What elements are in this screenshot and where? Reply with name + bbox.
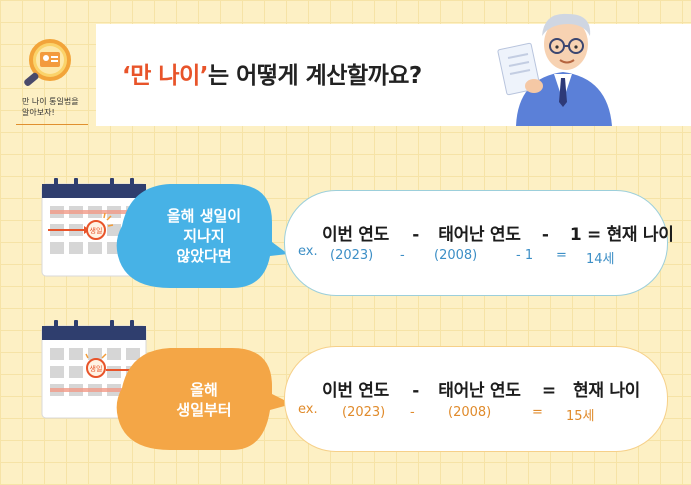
formula-operator: = <box>587 225 601 245</box>
bubble-label-case1: 올해 생일이 지나지 않았다면 <box>134 206 274 266</box>
example-operator: - 1 <box>516 248 534 263</box>
speech-bubble-blue <box>116 184 289 288</box>
example-value: (2008) <box>434 248 478 263</box>
badge-caption: 만 나이 통일법을 알아보자! <box>22 96 92 118</box>
bubble-line: 않았다면 <box>176 247 232 265</box>
badge-divider <box>16 124 88 125</box>
teacher-illustration <box>497 13 612 126</box>
formula-operator: - <box>541 225 549 245</box>
formula-case1: 이번 연도 - 태어난 연도 - 1 = 현재 나이 <box>322 220 674 245</box>
bubble-line: 지나지 <box>183 227 225 245</box>
title-rest: 는 어떻게 계산할까요? <box>207 63 422 89</box>
formula-term: 태어난 연도 <box>438 381 521 401</box>
example-value: (2008) <box>448 405 492 420</box>
example-case1: ex. <box>298 244 318 259</box>
formula-term: 이번 연도 <box>322 225 389 245</box>
example-label: ex. <box>298 244 318 259</box>
formula-case2: 이번 연도 - 태어난 연도 = 현재 나이 <box>322 376 640 401</box>
bubble-line: 생일부터 <box>176 401 232 419</box>
example-operator: - <box>400 248 405 263</box>
title-highlight: ‘만 나이’ <box>122 63 208 89</box>
example-operator: - <box>410 405 415 420</box>
example-result: 14세 <box>586 252 615 267</box>
badge-caption-line2: 알아보자! <box>22 108 55 117</box>
bubble-line: 올해 <box>190 381 218 399</box>
formula-term: 이번 연도 <box>322 381 389 401</box>
formula-term: 태어난 연도 <box>438 225 521 245</box>
badge-caption-line1: 만 나이 통일법을 <box>22 97 79 106</box>
speech-bubble-orange <box>116 348 293 450</box>
formula-operator: = <box>541 381 556 401</box>
example-operator: = <box>532 405 543 420</box>
bubble-label-case2: 올해 생일부터 <box>134 380 274 420</box>
example-operator: = <box>556 248 567 263</box>
formula-operator: - <box>412 381 419 401</box>
example-value: (2023) <box>342 405 386 420</box>
example-value: (2023) <box>330 248 374 263</box>
calendar-stamp-case2: 생일 <box>90 364 103 373</box>
formula-operator: - <box>412 225 419 245</box>
bubble-line: 올해 생일이 <box>166 207 242 225</box>
formula-result: 현재 나이 <box>573 381 641 401</box>
formula-term: 1 <box>569 225 582 245</box>
formula-result: 현재 나이 <box>606 225 674 245</box>
example-result: 15세 <box>566 409 595 424</box>
page-title: ‘만 나이’는 어떻게 계산할까요? <box>122 56 422 90</box>
calendar-stamp-case1: 생일 <box>90 226 103 235</box>
formula-box-case2 <box>284 346 668 452</box>
magnifier-icon <box>24 39 71 86</box>
example-case2: ex. <box>298 402 318 417</box>
header-badge: 만 나이 통일법을 알아보자! <box>0 24 96 126</box>
formula-box-case1 <box>284 190 668 296</box>
example-label: ex. <box>298 402 318 417</box>
